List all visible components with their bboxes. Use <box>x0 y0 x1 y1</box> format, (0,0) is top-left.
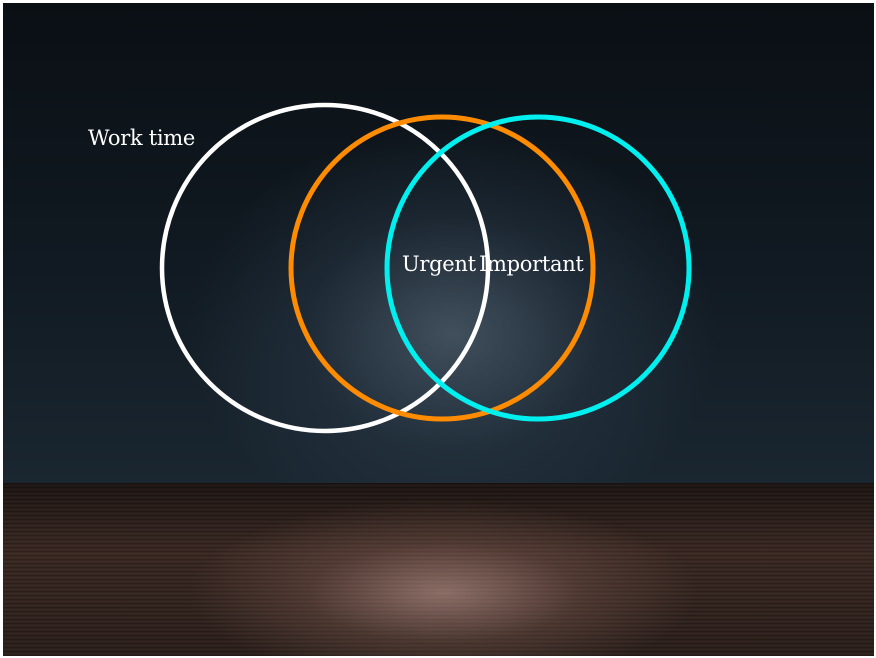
dark-wall-background <box>3 3 874 483</box>
important-label: Important <box>479 252 584 276</box>
wooden-floor-background <box>3 483 874 656</box>
urgent-circle <box>288 114 596 422</box>
slide-border-left <box>0 0 3 658</box>
work-time-label: Work time <box>88 126 196 150</box>
slide-border-top <box>0 0 876 3</box>
urgent-label: Urgent <box>402 252 476 276</box>
slide-border-right <box>874 0 876 658</box>
important-circle <box>384 114 692 422</box>
slide-border-bottom <box>0 656 876 658</box>
work-time-circle <box>159 102 491 434</box>
